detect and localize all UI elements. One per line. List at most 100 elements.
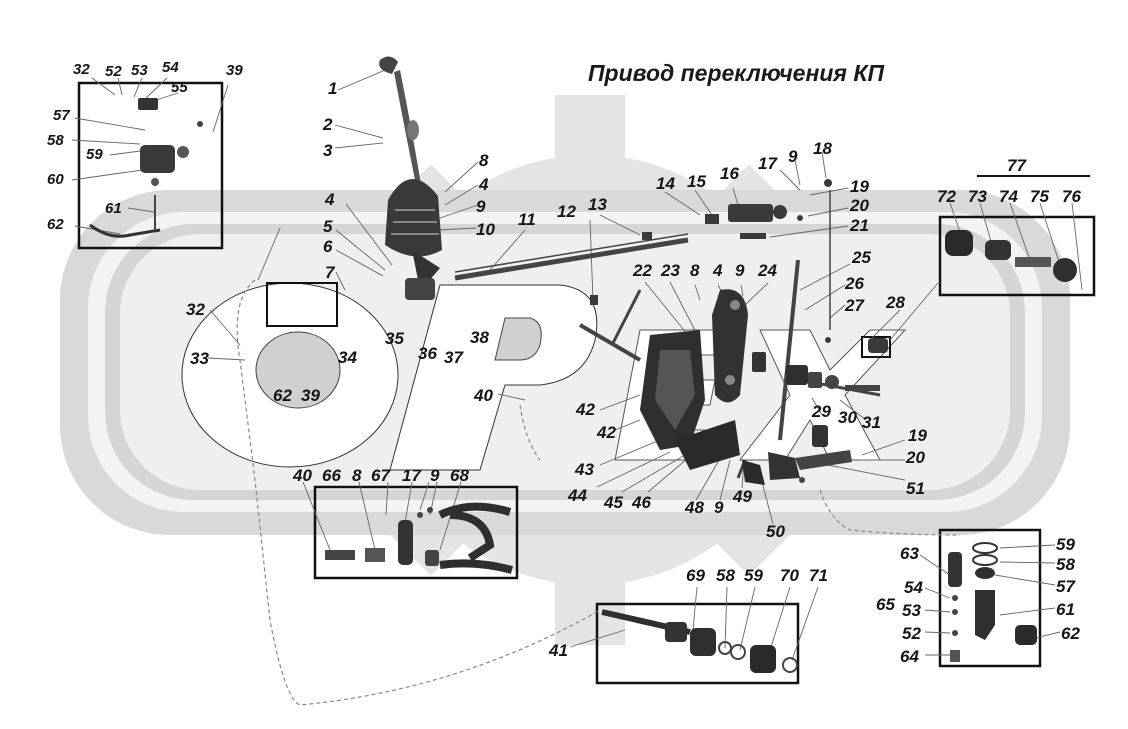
callout-46: 46 (632, 493, 651, 512)
gear-lever-assembly (379, 56, 442, 300)
cable-paths (236, 279, 961, 706)
callout-6: 6 (323, 237, 333, 256)
inset-bottom-left-parts (325, 502, 514, 574)
callout-51: 51 (906, 479, 925, 498)
inset-77-parts (945, 230, 1077, 282)
callout-67: 67 (371, 466, 390, 485)
callout-69: 69 (686, 566, 705, 585)
callout-73: 73 (968, 187, 987, 206)
callout-77: 77 (1007, 156, 1026, 175)
callout-49: 49 (733, 487, 752, 506)
callout-59: 59 (744, 566, 763, 585)
callout-18: 18 (813, 139, 832, 158)
callout-75: 75 (1030, 187, 1049, 206)
callout-8: 8 (479, 151, 489, 170)
callout-43: 43 (575, 460, 594, 479)
callout-66: 66 (322, 466, 341, 485)
callout-59: 59 (86, 146, 103, 163)
callout-12: 12 (557, 202, 576, 221)
callout-8: 8 (352, 466, 362, 485)
inset-bottom-right-parts (948, 542, 1037, 662)
callout-7: 7 (325, 263, 335, 282)
main-bracket (640, 289, 880, 485)
callout-1: 1 (328, 79, 338, 98)
diagram-title: Привод переключения КП (588, 60, 885, 86)
callout-48: 48 (685, 498, 704, 517)
callout-61: 61 (105, 200, 122, 217)
callout-39: 39 (301, 386, 320, 405)
callout-42: 42 (597, 423, 616, 442)
callout-74: 74 (999, 187, 1018, 206)
callout-23: 23 (661, 261, 680, 280)
callout-42: 42 (576, 400, 595, 419)
callout-4: 4 (479, 175, 489, 194)
callout-9: 9 (476, 197, 486, 216)
callout-58: 58 (716, 566, 735, 585)
callout-36: 36 (418, 344, 437, 363)
callout-8: 8 (690, 261, 700, 280)
callout-32: 32 (186, 300, 205, 319)
callout-53: 53 (131, 62, 148, 79)
callout-9: 9 (714, 498, 724, 517)
callout-9: 9 (735, 261, 745, 280)
callout-19: 19 (908, 426, 927, 445)
callout-70: 70 (780, 566, 799, 585)
callout-10: 10 (476, 220, 495, 239)
callout-76: 76 (1062, 187, 1081, 206)
callout-2: 2 (323, 115, 333, 134)
callout-40: 40 (474, 386, 493, 405)
callout-27: 27 (845, 296, 864, 315)
callout-59: 59 (1056, 535, 1075, 554)
callout-50: 50 (766, 522, 785, 541)
callout-39: 39 (226, 62, 243, 79)
callout-68: 68 (450, 466, 469, 485)
callout-44: 44 (568, 486, 587, 505)
callout-28: 28 (886, 293, 905, 312)
callout-52: 52 (105, 63, 122, 80)
callout-62: 62 (273, 386, 292, 405)
callout-19: 19 (850, 177, 869, 196)
callout-17: 17 (402, 466, 421, 485)
callout-38: 38 (470, 328, 489, 347)
callout-40: 40 (293, 466, 312, 485)
callout-5: 5 (323, 217, 333, 236)
callout-54: 54 (162, 59, 179, 76)
callout-24: 24 (758, 261, 777, 280)
callout-34: 34 (338, 348, 357, 367)
callout-37: 37 (444, 348, 463, 367)
callout-53: 53 (902, 601, 921, 620)
callout-17: 17 (758, 154, 777, 173)
callout-13: 13 (588, 195, 607, 214)
callout-72: 72 (937, 187, 956, 206)
small-parts (590, 179, 888, 353)
callout-15: 15 (687, 172, 706, 191)
callout-4: 4 (325, 190, 335, 209)
callout-9: 9 (788, 147, 798, 166)
callout-45: 45 (604, 493, 623, 512)
callout-35: 35 (385, 329, 404, 348)
callout-61: 61 (1056, 600, 1075, 619)
callout-26: 26 (845, 274, 864, 293)
callout-3: 3 (323, 141, 333, 160)
callout-22: 22 (633, 261, 652, 280)
callout-71: 71 (809, 566, 828, 585)
callout-20: 20 (906, 448, 925, 467)
callout-54: 54 (904, 578, 923, 597)
callout-11: 11 (518, 210, 536, 229)
inset-bottom-middle-parts (601, 609, 798, 673)
callout-64: 64 (900, 647, 919, 666)
callout-4: 4 (713, 261, 723, 280)
callout-14: 14 (656, 174, 675, 193)
callout-30: 30 (838, 408, 857, 427)
callout-63: 63 (900, 544, 919, 563)
callout-55: 55 (171, 79, 188, 96)
callout-25: 25 (852, 248, 871, 267)
callout-9: 9 (430, 466, 440, 485)
callout-58: 58 (1056, 555, 1075, 574)
callout-21: 21 (850, 216, 869, 235)
shift-rods (454, 190, 881, 479)
callout-29: 29 (812, 402, 831, 421)
callout-62: 62 (1061, 624, 1080, 643)
